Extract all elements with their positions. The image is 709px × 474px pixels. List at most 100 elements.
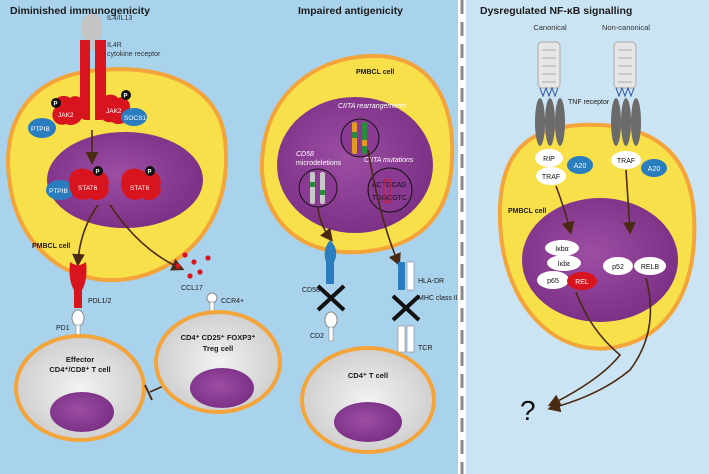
mhc-label: MHC class II xyxy=(418,295,458,302)
ptp1b-label: PTPIB xyxy=(31,126,50,133)
ciita-rearr-label: CIITA rearrangements xyxy=(338,103,407,110)
tnfr-label: TNF receptor xyxy=(568,99,610,106)
p65 xyxy=(537,271,569,289)
chromosome-band xyxy=(320,190,325,195)
p52 xyxy=(603,257,633,275)
tnf-receptor-domain xyxy=(555,98,565,146)
middle-cell-label: PMBCL cell xyxy=(356,69,394,76)
rip-label: RIP xyxy=(543,156,555,163)
chromosome-band xyxy=(352,132,357,138)
hla-label: HLA-DR xyxy=(418,278,444,285)
socs1 xyxy=(121,108,147,126)
chromosome-band xyxy=(310,182,315,187)
pd1-label: PD1 xyxy=(56,325,70,332)
ccl17-dot xyxy=(182,252,188,258)
left-panel-title: Diminished immunogenicity xyxy=(10,5,150,17)
canonical-label: Canonical xyxy=(533,23,567,32)
pdl-label: PDL1/2 xyxy=(88,298,111,305)
ikba-label: Iκbα xyxy=(555,246,568,253)
ciita-rearr-circle xyxy=(340,118,380,158)
phospho-label: P xyxy=(96,170,100,176)
phospho-label: P xyxy=(124,94,128,100)
ikbe-label: Iκbε xyxy=(558,261,570,268)
phospho-jak2-left xyxy=(51,98,61,108)
cd58-label: CD58 xyxy=(302,287,320,294)
phospho-stat6-right xyxy=(145,166,155,176)
left-cell-label: PMBCL cell xyxy=(32,243,70,250)
arrow-to-question-1 xyxy=(547,291,622,407)
p52-label: p52 xyxy=(612,264,624,271)
cd2-stalk xyxy=(328,326,334,342)
noncanonical-label: Non-canonical xyxy=(602,23,650,32)
arrow-noncanonical xyxy=(623,169,636,235)
rel-label: REL xyxy=(575,279,589,286)
pd1 xyxy=(71,309,85,327)
tnf-receptor-domain xyxy=(621,98,631,146)
treg-label-2: Treg cell xyxy=(203,344,233,353)
tnf-receptor-canonical xyxy=(535,41,565,146)
ccl17-dot xyxy=(205,255,211,261)
effector-nucleus xyxy=(50,392,114,432)
stat6-left-label: STAT6 xyxy=(78,185,98,192)
il4-ligand-stalk xyxy=(88,36,96,50)
socs1-label: SOCS1 xyxy=(124,115,146,122)
cd4-t-label: CD4⁺ T cell xyxy=(348,371,388,380)
traf-noncanonical xyxy=(611,151,641,169)
stat6-left xyxy=(69,168,109,201)
ptp1b-nuclear-label: PTPIB xyxy=(49,188,68,195)
a20-noncanonical xyxy=(641,159,667,177)
hla-block-x xyxy=(391,294,421,322)
tnf-receptor-extracellular xyxy=(613,41,637,89)
tnf-receptor-domain xyxy=(535,98,545,146)
ligand-label: IL4/IL13 xyxy=(107,15,132,22)
ptp1b-cytoplasm xyxy=(28,118,56,138)
phospho-label: P xyxy=(54,102,58,108)
right-panel-title: Dysregulated NF-κB signalling xyxy=(480,5,632,17)
right-cell-label: PMBCL cell xyxy=(508,208,546,215)
pdl1-2 xyxy=(69,262,87,308)
arrow-canonical xyxy=(555,185,575,235)
rip xyxy=(535,149,563,167)
arrow-to-cd58 xyxy=(317,207,333,242)
cd58-block-x xyxy=(316,284,346,312)
hla-beta xyxy=(406,261,415,291)
inhibition-bar xyxy=(144,384,153,401)
relb xyxy=(634,257,666,275)
question-mark: ? xyxy=(520,395,536,426)
ikbe xyxy=(547,255,581,271)
traf-noncanonical-label: TRAF xyxy=(617,158,635,165)
receptor-label-2: cytokine receptor xyxy=(107,51,161,58)
ccl17-dot xyxy=(191,259,197,265)
ccl17-dot xyxy=(197,269,203,275)
effector-label-1: Effector xyxy=(66,355,94,364)
tnf-receptor-domain xyxy=(611,98,621,146)
jak2-left-label: JAK2 xyxy=(58,112,74,119)
arrow-to-ccl17 xyxy=(109,204,185,271)
middle-panel-title: Impaired antigenicity xyxy=(298,5,403,17)
relb-label: RELB xyxy=(641,264,660,271)
traf-canonical xyxy=(536,167,566,185)
tcr-label: TCR xyxy=(418,345,432,352)
ccr4 xyxy=(206,292,218,304)
ikba xyxy=(545,240,579,256)
a20-canonical xyxy=(567,156,593,174)
jak2-right-label: JAK2 xyxy=(106,108,122,115)
arrow-to-pdl xyxy=(72,204,99,267)
chromosome-band xyxy=(362,140,367,146)
stat6-right xyxy=(121,168,161,201)
hla-alpha xyxy=(398,262,405,290)
tnf-receptor-domain xyxy=(631,98,641,146)
traf-canonical-label: TRAF xyxy=(542,174,560,181)
phospho-stat6-left xyxy=(93,166,103,176)
ccr4-label: CCR4+ xyxy=(221,298,244,305)
ccl17-dot xyxy=(175,263,181,269)
ciita-mut-label: CIITA mutations xyxy=(364,157,414,164)
cd4-t-nucleus xyxy=(334,402,402,442)
cd58-micro-label-2: microdeletions xyxy=(296,160,342,167)
tnf-receptor-noncanonical xyxy=(611,41,641,146)
mutation-highlight xyxy=(383,179,391,203)
treg-label-1: CD4⁺ CD25⁺ FOXP3⁺ xyxy=(181,333,256,342)
a20-noncanonical-label: A20 xyxy=(648,166,661,173)
chromosome xyxy=(320,172,325,204)
